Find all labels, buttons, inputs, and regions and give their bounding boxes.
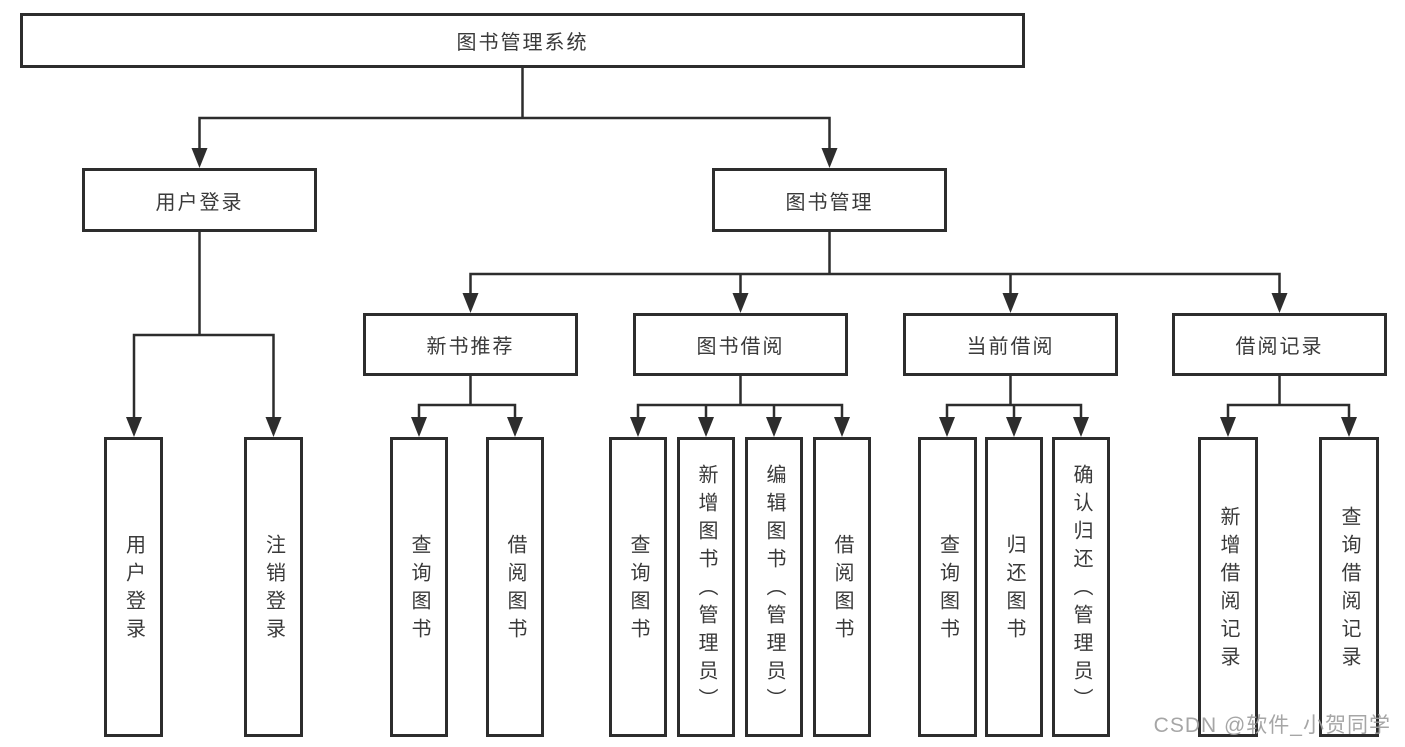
node-label: 当前借阅 bbox=[966, 336, 1055, 358]
leaf-query-books-1: 查询图书 bbox=[390, 437, 448, 737]
node-user-login: 用户登录 bbox=[82, 168, 317, 232]
leaf-edit-books-admin: 编辑图书（管理员） bbox=[745, 437, 803, 737]
leaf-logout: 注销登录 bbox=[244, 437, 303, 737]
node-label: 新增借阅记录 bbox=[1217, 506, 1239, 674]
node-label: 查询图书 bbox=[627, 534, 649, 646]
node-label: 借阅图书 bbox=[504, 534, 526, 646]
node-label: 确认归还（管理员） bbox=[1070, 464, 1092, 716]
node-label: 查询图书 bbox=[936, 534, 959, 646]
node-label: 借阅记录 bbox=[1235, 336, 1324, 358]
leaf-confirm-return-admin: 确认归还（管理员） bbox=[1052, 437, 1110, 737]
node-new-book-recommend: 新书推荐 bbox=[363, 313, 578, 376]
node-label: 图书借阅 bbox=[696, 336, 785, 358]
arrowheads bbox=[126, 148, 1357, 437]
node-label: 编辑图书（管理员） bbox=[763, 464, 785, 716]
node-label: 用户登录 bbox=[122, 534, 145, 646]
leaf-return-books: 归还图书 bbox=[985, 437, 1043, 737]
node-label: 新增图书（管理员） bbox=[695, 464, 717, 716]
leaf-add-borrow-record: 新增借阅记录 bbox=[1198, 437, 1258, 737]
leaf-borrow-books-1: 借阅图书 bbox=[486, 437, 544, 737]
csdn-watermark: CSDN @软件_小贺同学 bbox=[1153, 714, 1391, 737]
node-current-borrowing: 当前借阅 bbox=[903, 313, 1118, 376]
node-borrow-records: 借阅记录 bbox=[1172, 313, 1387, 376]
node-label: 图书管理 bbox=[785, 191, 874, 214]
node-book-borrowing: 图书借阅 bbox=[633, 313, 848, 376]
node-book-management: 图书管理 bbox=[712, 168, 947, 232]
node-library-system-root: 图书管理系统 bbox=[20, 13, 1025, 68]
node-label: 归还图书 bbox=[1003, 534, 1025, 646]
leaf-query-books-3: 查询图书 bbox=[918, 437, 977, 737]
node-label: 查询借阅记录 bbox=[1338, 506, 1360, 674]
node-label: 图书管理系统 bbox=[456, 32, 589, 54]
leaf-add-books-admin: 新增图书（管理员） bbox=[677, 437, 735, 737]
leaf-borrow-books-2: 借阅图书 bbox=[813, 437, 871, 737]
leaf-user-login: 用户登录 bbox=[104, 437, 163, 737]
node-label: 注销登录 bbox=[262, 534, 285, 646]
node-label: 用户登录 bbox=[155, 191, 244, 214]
node-label: 借阅图书 bbox=[831, 534, 853, 646]
node-label: 查询图书 bbox=[408, 534, 430, 646]
leaf-query-borrow-record: 查询借阅记录 bbox=[1319, 437, 1379, 737]
leaf-query-books-2: 查询图书 bbox=[609, 437, 667, 737]
node-label: 新书推荐 bbox=[426, 336, 515, 358]
